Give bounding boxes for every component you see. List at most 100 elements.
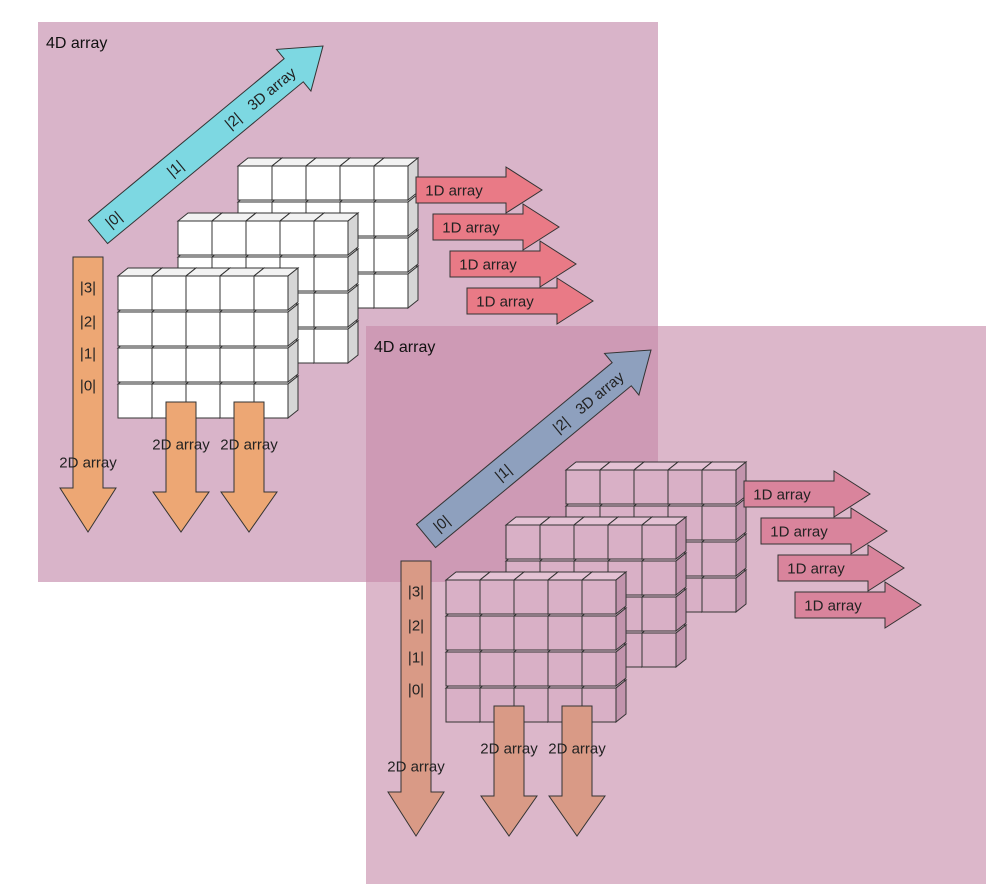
cell-front-face xyxy=(581,651,617,687)
cell-front-face xyxy=(633,469,669,505)
cell-front-face xyxy=(607,524,643,560)
cell-front-face xyxy=(253,275,289,311)
cell-side-face xyxy=(675,623,687,669)
cell-front-face xyxy=(271,165,307,201)
cell-front-face xyxy=(219,275,255,311)
cell-front-face xyxy=(151,347,187,383)
cell-side-face xyxy=(287,302,299,348)
arrow-body xyxy=(449,240,577,288)
arrow-label: |2| xyxy=(408,617,424,634)
panel-title: 4D array xyxy=(46,35,107,52)
arrow-label: 1D array xyxy=(787,560,845,577)
cell-front-face xyxy=(513,615,549,651)
cell-side-face xyxy=(407,228,419,274)
cell-front-face xyxy=(513,579,549,615)
cell-front-face xyxy=(539,524,575,560)
cell-side-face xyxy=(407,264,419,310)
cell-front-face xyxy=(599,469,635,505)
array-cell xyxy=(640,551,688,597)
arrow-body xyxy=(480,705,538,837)
cell-front-face xyxy=(219,347,255,383)
cell-front-face xyxy=(253,311,289,347)
cell-front-face xyxy=(445,615,481,651)
arrow-2d-array-main: |3| |2| |1| |0| 2D array xyxy=(59,256,117,533)
cell-front-face xyxy=(177,220,213,256)
cube-row xyxy=(236,156,420,202)
cell-front-face xyxy=(185,275,221,311)
cell-front-face xyxy=(479,651,515,687)
arrow-body xyxy=(415,349,652,549)
arrow-1d-array: 1D array xyxy=(415,166,543,214)
arrow-label: |0| xyxy=(80,377,96,394)
arrow-body xyxy=(59,256,117,533)
arrow-label: |1| xyxy=(408,649,424,666)
cell-front-face xyxy=(313,256,349,292)
array-cell xyxy=(372,156,420,202)
arrow-1d-array: 1D array xyxy=(794,581,922,629)
cell-front-face xyxy=(641,632,677,668)
arrow-label: 2D array xyxy=(480,740,538,757)
panel-title: 4D array xyxy=(374,339,435,356)
cell-side-face xyxy=(615,678,627,724)
cell-front-face xyxy=(211,220,247,256)
cell-front-face xyxy=(701,541,737,577)
cell-front-face xyxy=(445,687,481,723)
cell-front-face xyxy=(237,165,273,201)
cell-side-face xyxy=(675,551,687,597)
arrow-label: 2D array xyxy=(152,436,210,453)
arrow-body xyxy=(432,203,560,251)
arrow-body xyxy=(152,401,210,533)
cell-front-face xyxy=(313,328,349,364)
cube-row xyxy=(564,460,748,506)
cell-front-face xyxy=(445,651,481,687)
cell-front-face xyxy=(185,311,221,347)
arrow-label: 1D array xyxy=(804,597,862,614)
arrow-label: |0| xyxy=(408,681,424,698)
cell-front-face xyxy=(581,579,617,615)
arrow-label: |3| xyxy=(80,279,96,296)
cube-row xyxy=(176,211,360,257)
cell-front-face xyxy=(547,615,583,651)
cell-front-face xyxy=(373,165,409,201)
array-cell xyxy=(580,570,628,616)
array-cell xyxy=(252,266,300,312)
arrow-label: 1D array xyxy=(442,219,500,236)
cell-side-face xyxy=(347,247,359,293)
cell-front-face xyxy=(479,579,515,615)
arrow-1d-array: 1D array xyxy=(777,544,905,592)
arrow-label: 1D array xyxy=(425,182,483,199)
arrow-3d-array: |0||1||2|3D array xyxy=(87,45,324,245)
cell-front-face xyxy=(701,577,737,613)
cell-front-face xyxy=(641,524,677,560)
arrow-1d-array: 1D array xyxy=(432,203,560,251)
cell-front-face xyxy=(513,687,549,723)
cell-front-face xyxy=(641,560,677,596)
arrow-body xyxy=(466,277,594,325)
arrow-label: 2D array xyxy=(387,758,445,775)
cube-row xyxy=(116,302,300,348)
cell-side-face xyxy=(287,266,299,312)
cell-front-face xyxy=(701,505,737,541)
cell-front-face xyxy=(667,469,703,505)
cell-side-face xyxy=(347,211,359,257)
arrow-body xyxy=(760,507,888,555)
arrow-body xyxy=(548,705,606,837)
arrow-1d-array: 1D array xyxy=(743,470,871,518)
cell-front-face xyxy=(185,347,221,383)
arrow-label: |2| xyxy=(80,313,96,330)
cube-row xyxy=(504,515,688,561)
cell-front-face xyxy=(151,311,187,347)
cell-front-face xyxy=(373,237,409,273)
arrow-label: 2D array xyxy=(220,436,278,453)
arrow-body xyxy=(387,560,445,837)
cell-front-face xyxy=(641,596,677,632)
arrow-label: 2D array xyxy=(59,454,117,471)
arrow-body xyxy=(794,581,922,629)
arrow-label: |1| xyxy=(80,345,96,362)
cell-front-face xyxy=(245,220,281,256)
cell-front-face xyxy=(253,347,289,383)
